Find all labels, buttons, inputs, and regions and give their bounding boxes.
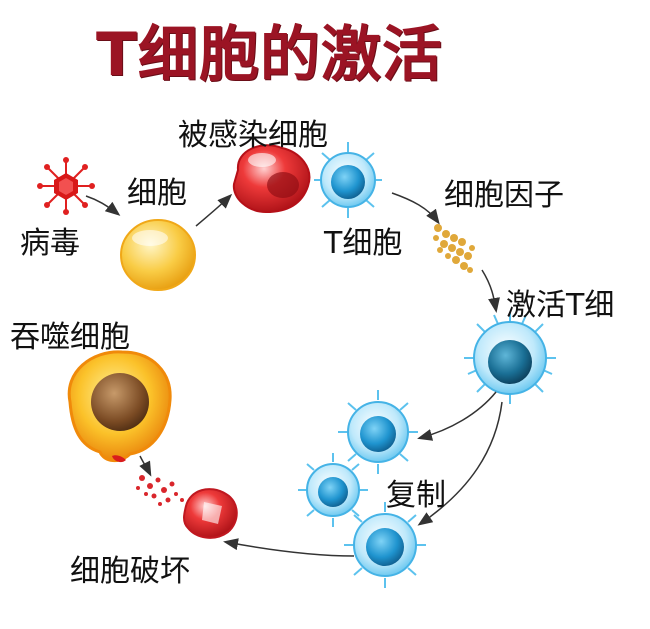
page-title: T细胞的激活 (96, 20, 443, 90)
label-cell-destruction: 细胞破坏 (70, 554, 190, 589)
label-infected-cell: 被感染细胞 (178, 118, 328, 153)
label-virus: 病毒 (20, 226, 80, 261)
t-cell-copy-1 (338, 390, 418, 474)
label-cytokine: 细胞因子 (444, 178, 564, 213)
activated-t-cell-icon (464, 312, 556, 404)
infected-cell-icon (232, 144, 311, 214)
label-replication: 复制 (386, 478, 446, 513)
destroyed-cell-icon (136, 475, 238, 539)
label-activated-t-cell: 激活T细 (506, 288, 615, 323)
label-cell: 细胞 (127, 176, 187, 211)
t-cell-copy-2 (298, 453, 368, 527)
label-phagocyte: 吞噬细胞 (10, 320, 130, 355)
label-t-cell: T细胞 (324, 226, 403, 261)
virus-icon (37, 157, 95, 215)
t-cell-copy-3 (344, 502, 426, 588)
cytokine-dots (433, 224, 475, 273)
healthy-cell-icon (120, 219, 196, 291)
phagocyte-icon (67, 350, 172, 463)
flow-arrows (85, 192, 503, 557)
t-cell-icon (314, 142, 382, 218)
